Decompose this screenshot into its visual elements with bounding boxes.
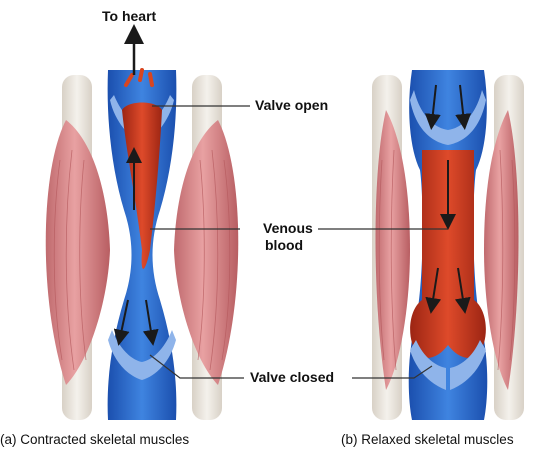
- to-heart-label: To heart: [102, 8, 156, 24]
- caption-a: (a) Contracted skeletal muscles: [0, 432, 189, 447]
- muscle-right-a: [174, 120, 238, 385]
- blood-label: blood: [265, 237, 303, 253]
- panel-b: [372, 70, 524, 420]
- muscle-left-a: [46, 120, 110, 385]
- valve-closed-label: Valve closed: [250, 369, 334, 385]
- panel-a: [46, 34, 239, 420]
- caption-b: (b) Relaxed skeletal muscles: [341, 432, 514, 447]
- valve-open-label: Valve open: [255, 97, 328, 113]
- venous-label: Venous: [263, 220, 313, 236]
